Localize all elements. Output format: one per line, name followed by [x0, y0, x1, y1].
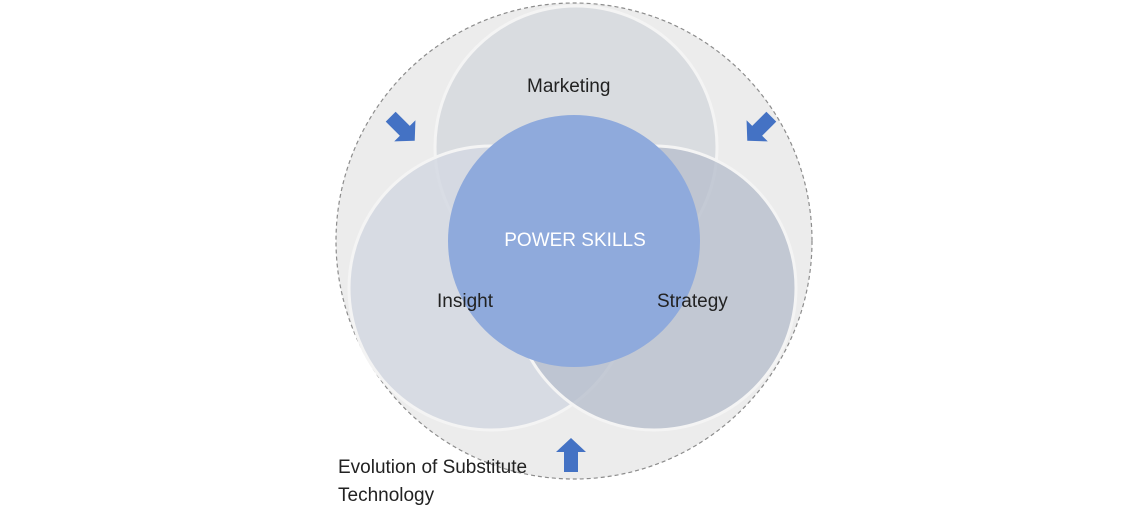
- power-skills-label: POWER SKILLS: [504, 230, 646, 251]
- outer-label-line2: Technology: [338, 485, 435, 506]
- marketing-label: Marketing: [527, 76, 611, 97]
- insight-label: Insight: [437, 291, 493, 312]
- strategy-label: Strategy: [657, 291, 728, 312]
- outer-label-line1: Evolution of Substitute: [338, 457, 528, 478]
- arrow-top-left-icon: [385, 111, 416, 142]
- outer-label: Evolution of Substitute Technology: [338, 454, 578, 510]
- power-skills-circle: [448, 115, 700, 367]
- arrow-bottom-icon: [556, 438, 586, 472]
- arrow-top-right-icon: [746, 111, 777, 142]
